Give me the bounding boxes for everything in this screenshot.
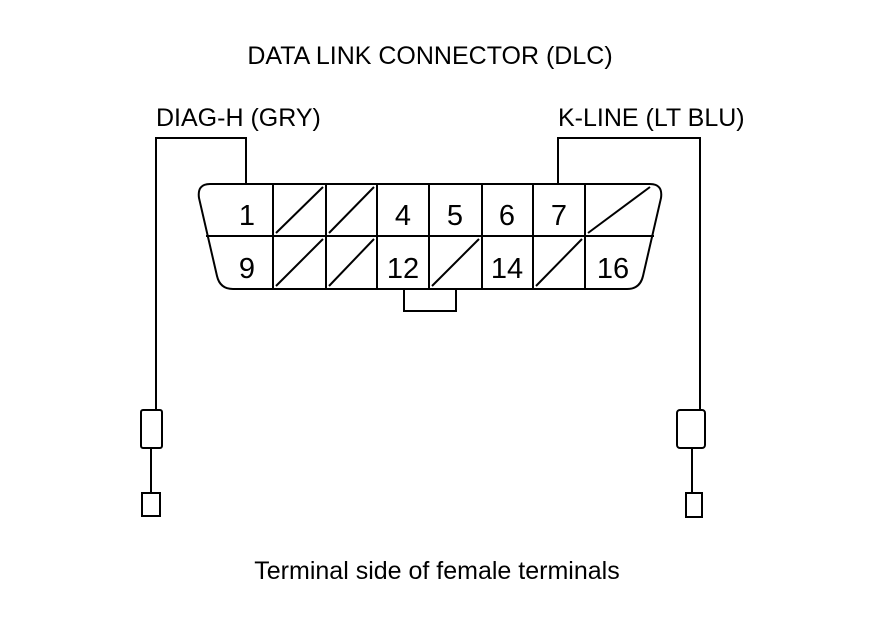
pin-13-unused-slash [431,238,480,287]
pin-6-label: 6 [499,200,515,232]
pin-15-unused-slash [535,238,583,287]
pin-14-label: 14 [491,253,523,285]
pin-4-label: 4 [395,200,411,232]
terminal-left [140,409,163,517]
wire-diag-h [155,137,247,410]
pin-5-label: 5 [447,200,463,232]
pin-3-unused-slash [328,186,375,234]
wire-k-line [557,137,701,410]
pin-16-label: 16 [597,253,629,285]
diagram-title: DATA LINK CONNECTOR (DLC) [247,42,612,70]
pin-8-unused-slash [587,186,651,234]
wire-label-k-line: K-LINE (LT BLU) [558,104,745,132]
terminal-right-male [685,492,703,518]
terminal-right [676,409,706,518]
terminal-left-female [140,409,163,449]
dlc-connector: 1 4 5 6 7 9 12 14 16 [197,183,663,312]
pin-9-label: 9 [239,253,255,285]
pin-11-unused-slash [328,238,375,287]
diagram-caption: Terminal side of female terminals [254,557,619,585]
pin-7-label: 7 [551,200,567,232]
pin-2-unused-slash [275,186,324,234]
pin-12-label: 12 [387,253,419,285]
connector-key-tab [403,289,457,312]
pin-10-unused-slash [275,238,324,287]
wire-label-diag-h: DIAG-H (GRY) [156,104,321,132]
terminal-right-female [676,409,706,449]
terminal-left-male [141,492,161,517]
connector-housing [197,183,663,290]
pin-1-label: 1 [239,200,255,232]
